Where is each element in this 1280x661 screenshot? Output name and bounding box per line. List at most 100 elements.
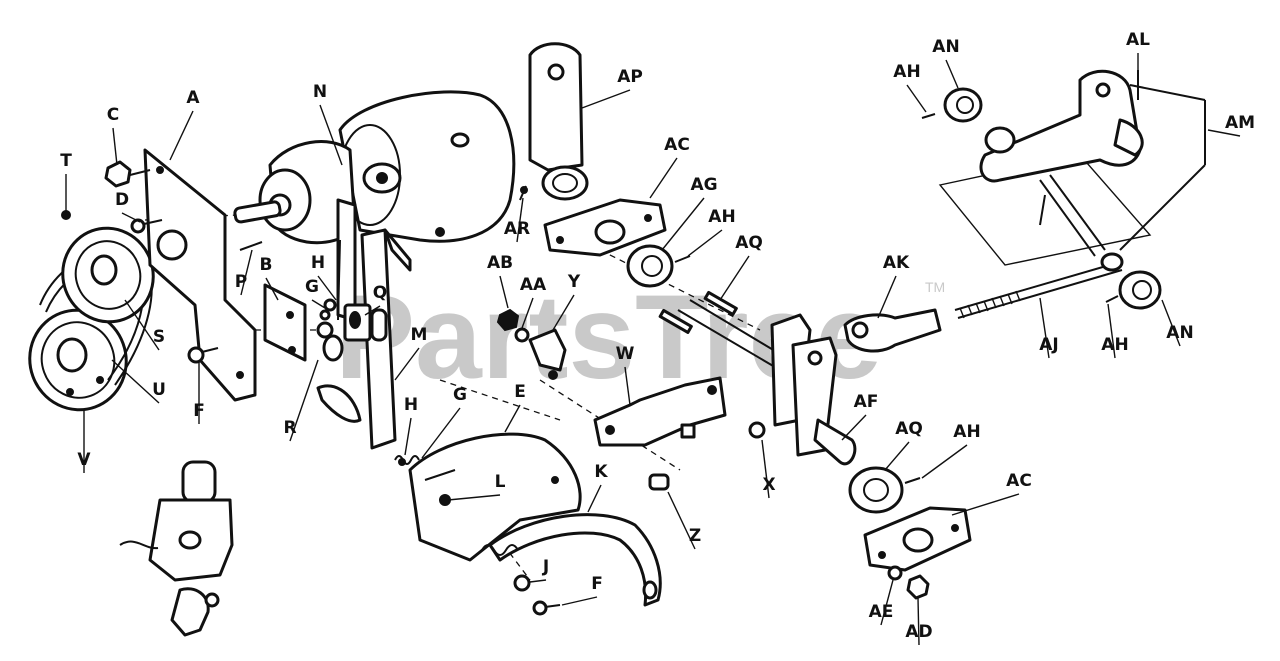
am-bracket [1119, 84, 1206, 251]
hardware-c-d-t [61, 160, 163, 234]
collar-an-lower [1105, 270, 1162, 310]
part-label-p1: P [235, 272, 247, 292]
part-label-a1: A [186, 88, 200, 108]
leader-line-y1 [552, 294, 575, 331]
part-label-g1: G [305, 277, 319, 297]
watermark-trademark: TM [925, 279, 945, 295]
bracket-w [593, 376, 727, 447]
leader-line-ah2 [906, 84, 927, 113]
motor-assembly [233, 90, 516, 245]
collar-ag [626, 244, 691, 288]
part-label-l1: L [495, 472, 506, 492]
part-label-h2: H [404, 395, 418, 415]
leader-line-s1 [124, 299, 160, 351]
part-label-u1: U [152, 380, 166, 400]
screw-ar [519, 185, 528, 201]
leader-line-j1 [529, 579, 547, 583]
part-label-ae1: AE [869, 602, 894, 622]
bolt-f-left [187, 346, 219, 364]
leader-line-q1 [364, 305, 381, 316]
washer-j-bolt-f [513, 574, 561, 616]
leader-line-an2 [1161, 299, 1181, 347]
leader-line-ae1 [880, 579, 894, 626]
part-label-b1: B [260, 255, 273, 275]
arm-ap [528, 42, 589, 201]
leader-line-ag1 [661, 197, 705, 251]
part-label-n1: N [313, 82, 327, 102]
leader-line-n1 [319, 104, 343, 166]
leader-line-aq1 [719, 255, 750, 301]
pulley-v [28, 308, 128, 412]
hardware-r-g-h [316, 298, 362, 423]
sector-guard-e [408, 432, 582, 562]
leader-line-k1 [587, 484, 602, 513]
hardware-ae-ad [887, 565, 930, 600]
plate-b [263, 283, 307, 362]
part-label-y1: Y [567, 272, 581, 292]
collar-block-ac-lower [863, 506, 972, 572]
part-label-x1: X [762, 475, 775, 495]
leader-line-g1 [311, 299, 326, 309]
part-label-e1: E [514, 382, 526, 402]
brake-band-k [481, 513, 662, 607]
part-label-af1: AF [854, 392, 879, 412]
leader-line-h2 [404, 417, 412, 456]
leader-line-ah1 [687, 229, 723, 257]
part-label-ap1: AP [617, 67, 643, 87]
leader-line-w1 [624, 366, 631, 406]
part-label-aa1: AA [520, 275, 547, 295]
leader-line-h1 [317, 275, 337, 301]
hardware-ab-aa-y [496, 308, 567, 380]
lever-assembly-n-m-q [336, 198, 412, 450]
leader-line-ah4 [921, 444, 968, 479]
leader-line-ab1 [499, 275, 509, 309]
leader-line-aq2 [884, 441, 910, 471]
pins-aq [658, 290, 738, 334]
leader-line-x1 [761, 439, 770, 499]
leader-line-an1 [945, 59, 959, 89]
part-label-ak1: AK [883, 253, 910, 273]
part-label-aq2: AQ [895, 419, 923, 439]
bellcrank-am [938, 69, 1152, 272]
bracket-plate-a [143, 148, 257, 402]
part-label-h1: H [311, 253, 325, 273]
part-label-w1: W [616, 344, 635, 364]
part-label-aj1: AJ [1039, 335, 1058, 355]
leader-line-c1 [112, 127, 118, 166]
part-label-aq1: AQ [735, 233, 763, 253]
leader-line-ah3 [1107, 303, 1116, 359]
part-label-s1: S [153, 327, 165, 347]
leader-line-a1 [169, 110, 194, 161]
part-label-al1: AL [1126, 30, 1150, 50]
pulley-s [61, 226, 155, 324]
part-label-f1: F [193, 401, 205, 421]
carburetor-linkage [119, 460, 234, 637]
part-label-ac1: AC [664, 135, 690, 155]
part-label-ac2: AC [1006, 471, 1032, 491]
spring-h-g [394, 455, 420, 466]
leader-line-p1 [240, 249, 253, 296]
leader-line-af1 [841, 414, 867, 441]
leader-line-ak1 [877, 275, 897, 319]
lever-pair-af [770, 313, 857, 466]
pin-p [239, 241, 263, 251]
leader-line-m1 [394, 347, 420, 381]
part-label-ar1: AR [504, 219, 530, 239]
part-label-v1: V [77, 450, 91, 470]
collar-aq-lower [848, 466, 921, 514]
leader-line-am1 [1207, 129, 1241, 137]
part-label-q1: Q [373, 283, 387, 303]
leader-line-ap1 [581, 89, 631, 109]
leader-line-ad1 [917, 597, 920, 646]
collar-block-ac-upper [543, 198, 667, 257]
leader-line-ac2 [951, 493, 1020, 516]
leader-line-z1 [667, 491, 696, 550]
part-label-ah4: AH [953, 422, 980, 442]
part-label-r1: R [283, 418, 296, 438]
part-label-k1: K [594, 462, 608, 482]
part-label-t1: T [60, 151, 72, 171]
bolt-x-z [648, 421, 766, 491]
part-label-z1: Z [689, 526, 701, 546]
